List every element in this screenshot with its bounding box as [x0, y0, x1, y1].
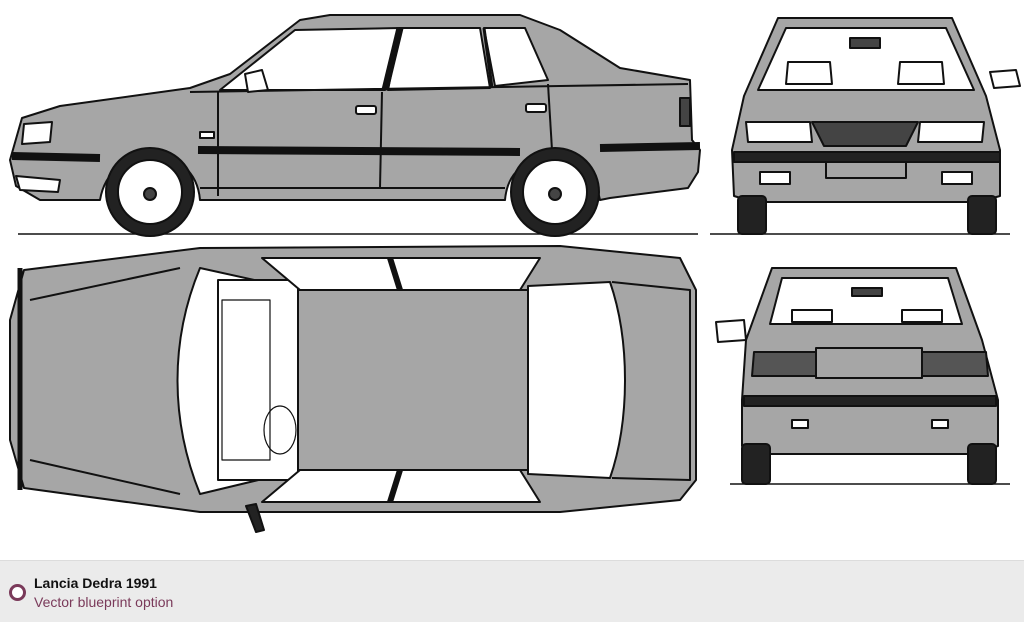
circle-bullet-icon — [9, 584, 26, 601]
side-view — [9, 14, 701, 237]
car-blueprint — [9, 14, 1021, 533]
top-view — [9, 245, 697, 533]
caption-subtitle: Vector blueprint option — [34, 594, 174, 610]
caption-title: Lancia Dedra 1991 — [34, 575, 157, 591]
caption-bar: Lancia Dedra 1991 Vector blueprint optio… — [0, 560, 1024, 622]
front-view — [710, 17, 1021, 235]
rear-view — [715, 267, 1010, 485]
